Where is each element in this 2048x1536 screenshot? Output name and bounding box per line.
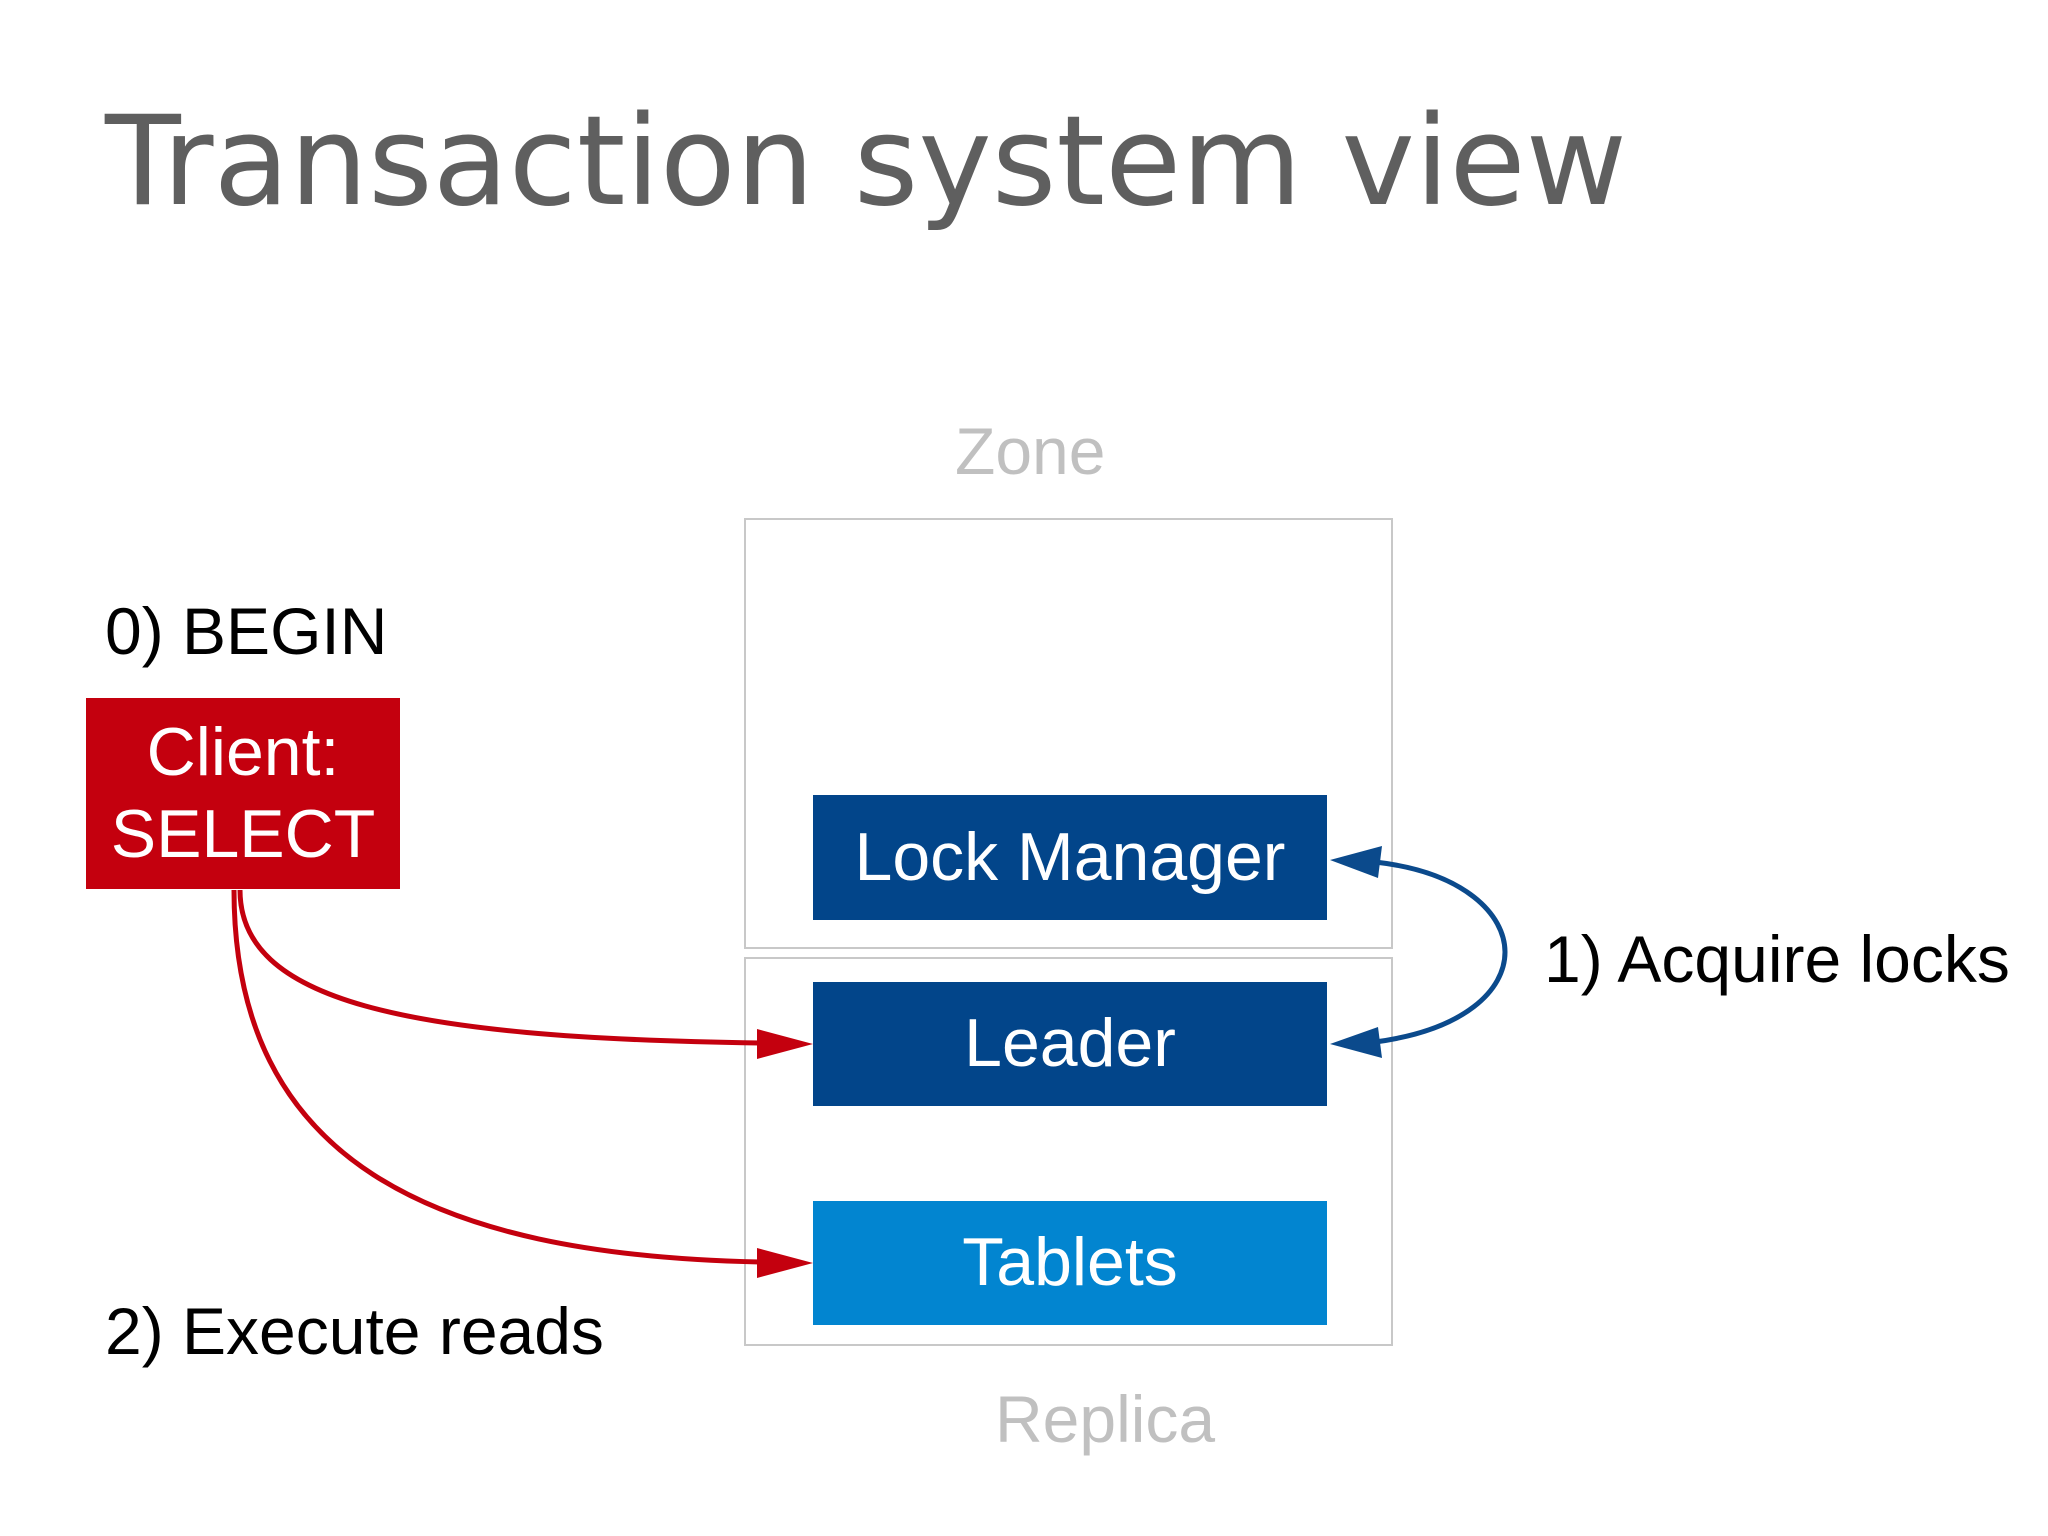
arrow-head-leader-blue (1330, 1027, 1382, 1058)
step-acquire-locks: 1) Acquire locks (1544, 922, 2010, 996)
arrow-client-to-tablets (231, 889, 761, 1265)
client-label-line2: SELECT (110, 795, 376, 872)
arrow-head-lock-manager (1330, 846, 1382, 878)
leader-box: Leader (813, 982, 1327, 1106)
arrow-head-leader (757, 1029, 813, 1059)
lock-manager-box: Lock Manager (813, 795, 1327, 920)
replica-frame (744, 957, 1393, 1346)
zone-label: Zone (955, 414, 1106, 488)
tablets-box: Tablets (813, 1201, 1327, 1325)
slide-title: Transaction system view (105, 90, 1628, 234)
client-label-line1: Client: (146, 713, 340, 790)
arrow-client-to-leader (237, 889, 761, 1046)
step-execute-reads: 2) Execute reads (105, 1294, 604, 1368)
arrow-acquire-locks-loop (1374, 859, 1508, 1045)
step-begin: 0) BEGIN (105, 594, 388, 668)
replica-label: Replica (995, 1382, 1216, 1456)
client-box: Client: SELECT (86, 698, 400, 889)
zone-frame (744, 518, 1393, 949)
arrow-head-tablets (757, 1248, 813, 1278)
